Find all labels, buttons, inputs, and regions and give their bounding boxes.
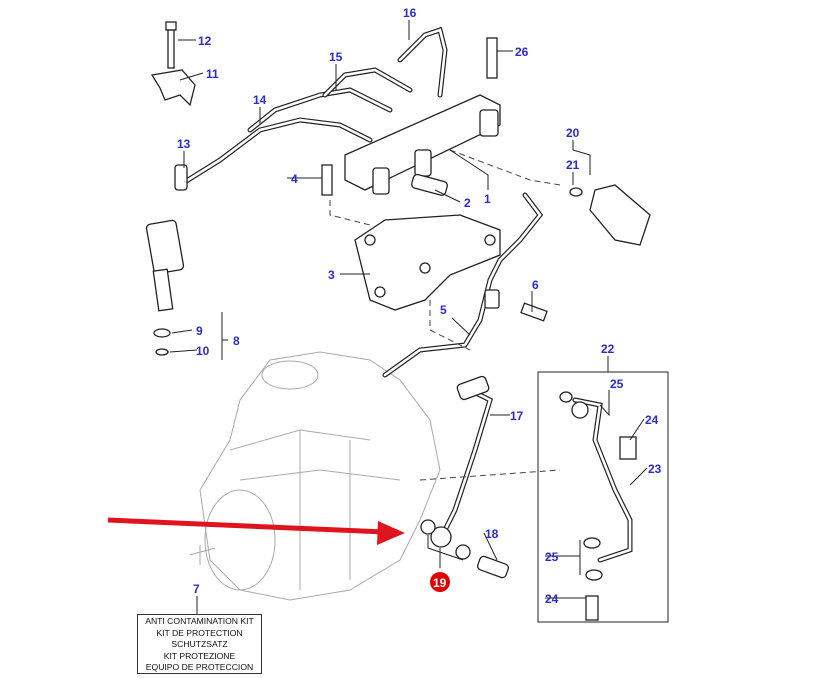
common-rail-drawing <box>344 94 501 196</box>
callout-24-top[interactable]: 24 <box>645 413 659 427</box>
injector-pipes-drawing <box>174 26 448 191</box>
callout-18[interactable]: 18 <box>485 527 499 541</box>
callout-2[interactable]: 2 <box>464 196 471 210</box>
callout-23[interactable]: 23 <box>648 462 662 476</box>
callout-5[interactable]: 5 <box>440 303 447 317</box>
callout-11[interactable]: 11 <box>206 67 219 81</box>
bolt-24b-drawing <box>585 595 599 621</box>
callout-6[interactable]: 6 <box>532 278 539 292</box>
callout-19-badge <box>430 572 450 592</box>
callout-9[interactable]: 9 <box>196 324 203 338</box>
callout-21[interactable]: 21 <box>566 158 580 172</box>
leader-lines <box>169 20 648 614</box>
callout-4[interactable]: 4 <box>291 172 298 186</box>
bracket-3-drawing <box>354 214 501 311</box>
callout-16[interactable]: 16 <box>403 6 417 20</box>
pipe-23-drawing <box>573 398 632 562</box>
callout-25-top[interactable]: 25 <box>610 377 624 391</box>
bolt-4-drawing <box>321 164 333 196</box>
pressure-sensor-drawing <box>569 184 651 246</box>
callout-19[interactable]: 19 <box>433 576 447 590</box>
callout-10[interactable]: 10 <box>196 344 210 358</box>
callout-26[interactable]: 26 <box>515 45 529 59</box>
callout-24-bottom[interactable]: 24 <box>545 592 559 606</box>
callout-12[interactable]: 12 <box>198 34 212 48</box>
callout-7[interactable]: 7 <box>193 582 200 596</box>
callout-14[interactable]: 14 <box>253 93 267 107</box>
bolt-24-drawing <box>619 436 637 460</box>
arrow-right-icon <box>107 517 405 545</box>
pipe-17-drawing <box>443 388 492 532</box>
kit-line-de: SCHUTZSATZ <box>171 639 228 649</box>
callout-8[interactable]: 8 <box>233 334 240 348</box>
pipe-5-drawing <box>383 193 542 377</box>
bolt-18-drawing <box>476 555 510 579</box>
bolt-26-drawing <box>486 37 498 79</box>
bolt-12-drawing <box>150 21 196 107</box>
kit-22-frame <box>537 371 669 623</box>
callout-17[interactable]: 17 <box>510 409 524 423</box>
callout-25-bottom[interactable]: 25 <box>545 550 559 564</box>
injection-pump-drawing <box>189 351 441 601</box>
kit-description-box: ANTI CONTAMINATION KIT KIT DE PROTECTION… <box>137 614 262 674</box>
callout-3[interactable]: 3 <box>328 268 335 282</box>
callout-13[interactable]: 13 <box>177 137 191 151</box>
kit-line-es: EQUIPO DE PROTECCION <box>145 662 254 672</box>
injector-drawing <box>145 219 185 356</box>
callout-20[interactable]: 20 <box>566 126 580 140</box>
kit-line-fr: KIT DE PROTECTION <box>156 627 243 638</box>
kit-line-en: ANTI CONTAMINATION KIT <box>145 616 254 626</box>
callout-22[interactable]: 22 <box>601 342 615 356</box>
callout-15[interactable]: 15 <box>329 50 343 64</box>
callout-1[interactable]: 1 <box>484 192 491 206</box>
kit-line-it: KIT PROTEZIONE <box>163 650 236 661</box>
bolt-6-drawing <box>520 302 548 322</box>
